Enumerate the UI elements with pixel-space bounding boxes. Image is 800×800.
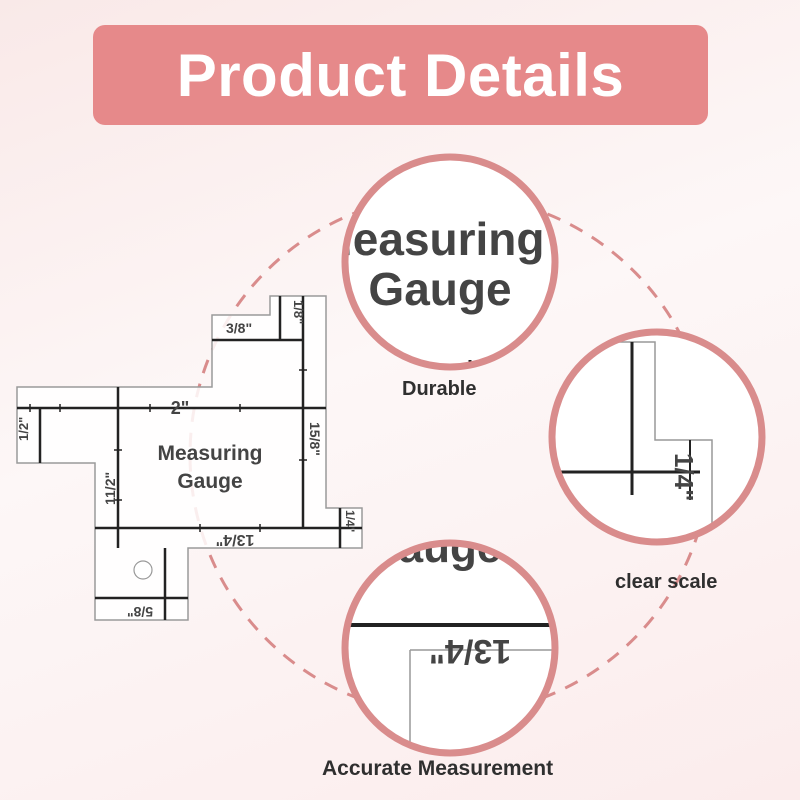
zoom-circle-durable: leasuring Gauge	[340, 153, 559, 371]
zoom-text-measuring: leasuring	[340, 213, 545, 265]
label-one-and-half-inch: 11/2"	[102, 472, 118, 505]
label-three-eighths-inch: 3/8"	[226, 320, 252, 336]
gauge-title-line2: Gauge	[177, 470, 242, 493]
gauge-outline	[16, 295, 363, 621]
measuring-gauge: Measuring Gauge 2" 1/2" 11/2" 15/8" 13/4…	[16, 295, 363, 621]
label-one-three-quarters-inch: 13/4"	[216, 531, 255, 548]
product-details-banner: Product Details	[93, 25, 708, 125]
zoom-text-gauge: Gauge	[368, 263, 511, 315]
label-two-inch: 2"	[171, 398, 190, 418]
banner-title: Product Details	[176, 41, 625, 109]
zoom-circle-clear-scale: 1/4"	[548, 328, 766, 546]
caption-clear-scale: clear scale	[615, 571, 718, 593]
hanging-hole	[133, 560, 153, 580]
label-one-five-eighths-inch: 15/8"	[307, 422, 323, 456]
zoom-text-three-quarters: 13/4"	[429, 632, 511, 670]
zoom-circle-accurate: auge 13/4"	[341, 539, 559, 757]
caption-durable: Durable	[402, 378, 477, 400]
label-one-eighth-inch: 1/8"	[291, 300, 306, 324]
caption-accurate-measurement: Accurate Measurement	[322, 757, 554, 780]
label-five-eighths-inch: 5/8"	[127, 604, 153, 620]
gauge-title-line1: Measuring	[157, 442, 262, 465]
label-half-inch: 1/2"	[16, 417, 31, 441]
label-quarter-inch: 1/4"	[343, 510, 357, 532]
zoom-text-quarter-inch: 1/4"	[669, 453, 699, 501]
